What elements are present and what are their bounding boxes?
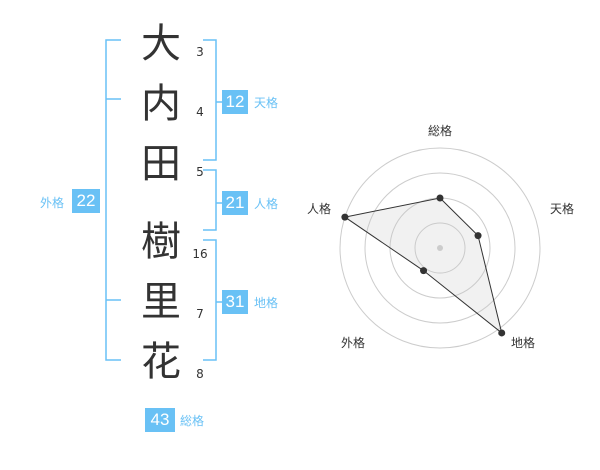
- stroke-count-1: 3: [196, 45, 204, 59]
- name-char-5: 里: [141, 279, 181, 325]
- name-char-2: 内: [141, 81, 181, 127]
- radar-data-point: [474, 232, 482, 240]
- radar-axis-label-soukaku: 総格: [428, 124, 453, 138]
- name-char-6: 花: [141, 339, 181, 385]
- stroke-count-6: 8: [196, 367, 204, 381]
- radar-data-point: [436, 194, 444, 202]
- chikaku-label: 地格: [254, 296, 279, 310]
- stroke-count-3: 5: [196, 165, 204, 179]
- radar-axis-label-chikaku: 地格: [511, 336, 536, 350]
- radar-ring: [339, 147, 541, 349]
- radar-data-point: [420, 267, 428, 275]
- radar-ring: [364, 172, 516, 324]
- tenkaku-bracket: [203, 39, 217, 161]
- stroke-count-5: 7: [196, 307, 204, 321]
- name-char-3: 田: [141, 141, 181, 187]
- soukaku-value: 43: [145, 408, 175, 432]
- radar-ring: [414, 222, 466, 274]
- tenkaku-value: 12: [222, 90, 248, 114]
- jinkaku-bracket: [203, 169, 217, 231]
- gaikaku-label: 外格: [40, 196, 65, 210]
- radar-data-polygon: [343, 197, 503, 335]
- radar-axis-label-gaikaku: 外格: [341, 336, 366, 350]
- stroke-count-2: 4: [196, 105, 204, 119]
- name-char-1: 大: [141, 21, 181, 67]
- radar-axis-label-jinkaku: 人格: [307, 202, 332, 216]
- name-char-4: 樹: [141, 219, 181, 265]
- chikaku-value: 31: [222, 290, 248, 314]
- stroke-count-4: 16: [192, 247, 208, 261]
- chikaku-bracket: [203, 239, 217, 361]
- soukaku-label: 総格: [180, 414, 205, 428]
- radar-data-point: [341, 213, 349, 221]
- gaikaku-value: 22: [72, 189, 100, 213]
- gaikaku-bracket: [105, 39, 121, 361]
- tenkaku-label: 天格: [254, 96, 279, 110]
- radar-data-point: [498, 329, 506, 337]
- radar-axis-label-tenkaku: 天格: [550, 202, 575, 216]
- jinkaku-value: 21: [222, 191, 248, 215]
- jinkaku-label: 人格: [254, 197, 279, 211]
- radar-center-point: [437, 245, 443, 251]
